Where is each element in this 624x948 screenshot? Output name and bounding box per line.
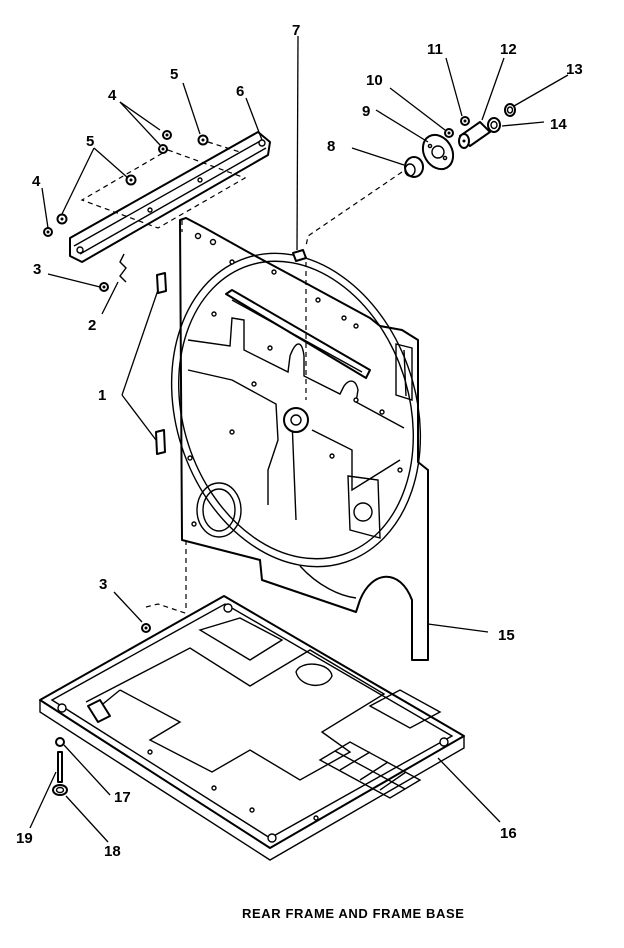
small-pad	[292, 249, 307, 262]
bracket-nut	[197, 134, 209, 146]
callout-6: 6	[236, 83, 244, 100]
callout-labels: 1 2 3 3 4 4 5 5 6 7 8 9 10 11 12 13 14 1…	[16, 22, 583, 860]
callout-12: 12	[500, 41, 517, 58]
callout-17: 17	[114, 789, 131, 806]
callout-10: 10	[366, 72, 383, 89]
callout-7: 7	[292, 22, 300, 39]
callout-4: 4	[32, 173, 41, 190]
ring	[487, 117, 501, 133]
side-pads	[155, 272, 167, 455]
diagram-caption: REAR FRAME AND FRAME BASE	[242, 906, 465, 921]
callout-15: 15	[498, 627, 515, 644]
callout-3: 3	[33, 261, 41, 278]
callout-13: 13	[566, 61, 583, 78]
shaft	[458, 121, 491, 149]
rear-frame-panel	[170, 217, 429, 661]
spring-clip	[119, 253, 127, 283]
callout-8: 8	[327, 138, 335, 155]
washer	[444, 128, 454, 138]
retaining-clip	[504, 103, 516, 117]
callout-9: 9	[362, 103, 370, 120]
callout-4: 4	[108, 87, 117, 104]
leader-lines	[29, 35, 569, 843]
screw-11	[460, 116, 470, 126]
callout-18: 18	[104, 843, 121, 860]
bearing-plate	[421, 133, 455, 171]
callout-2: 2	[88, 317, 96, 334]
screw	[141, 623, 151, 633]
bearing-parts	[305, 103, 516, 400]
callout-5: 5	[170, 66, 178, 83]
leveling-foot	[52, 737, 68, 796]
panel-holes	[187, 232, 403, 527]
bracket-nut	[56, 213, 68, 225]
top-bracket-assembly	[43, 130, 271, 263]
callout-5: 5	[86, 133, 94, 150]
callout-16: 16	[500, 825, 517, 842]
bracket-screw	[43, 227, 53, 237]
frame-base	[39, 595, 465, 861]
callout-19: 19	[16, 830, 33, 847]
bracket-screw	[162, 130, 172, 140]
top-bracket	[69, 131, 271, 263]
callout-1: 1	[98, 387, 106, 404]
bracket-nut	[125, 174, 137, 186]
callout-14: 14	[550, 116, 567, 133]
bracket-screw	[158, 144, 168, 154]
callout-11: 11	[427, 41, 443, 58]
screw	[99, 282, 109, 292]
callout-3: 3	[99, 576, 107, 593]
bushing	[404, 156, 424, 178]
